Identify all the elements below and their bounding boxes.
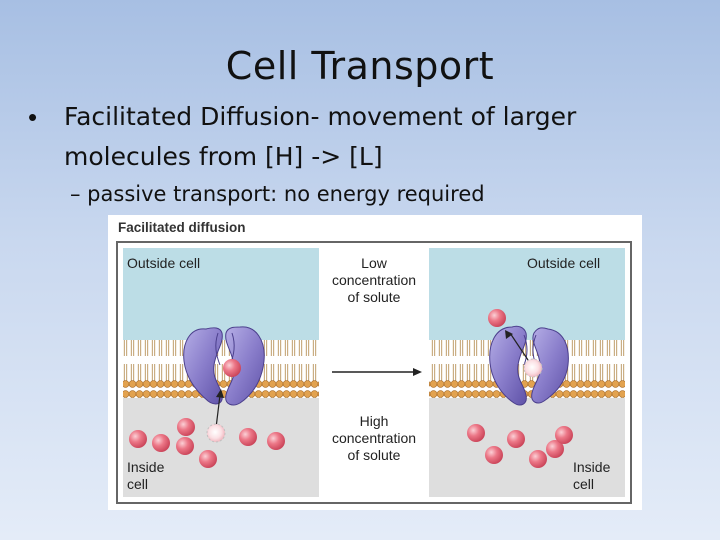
high-concentration-label: High concentration of solute (319, 413, 429, 464)
left-entry-arrowhead (216, 389, 224, 398)
right-inside-label: Inside cell (573, 459, 610, 493)
solute-molecule (239, 428, 257, 446)
left-panel (123, 248, 319, 497)
solute-molecule (485, 446, 503, 464)
low-concentration-label: Low concentration of solute (319, 255, 429, 306)
left-solute-origin (206, 423, 226, 443)
low-line-3: of solute (347, 289, 401, 305)
high-line-3: of solute (347, 447, 401, 463)
right-exit-arrow (509, 332, 529, 361)
solute-molecule (129, 430, 147, 448)
solute-molecule (555, 426, 573, 444)
solute-molecule (177, 418, 195, 436)
solute-molecule (176, 437, 194, 455)
high-line-2: concentration (331, 430, 417, 446)
bullet-text: Facilitated Diffusion- movement of large… (64, 97, 664, 177)
solute-molecule (267, 432, 285, 450)
right-outside-label: Outside cell (527, 255, 601, 271)
right-exit-arrowhead (505, 330, 513, 339)
right-carrier-protein (489, 325, 569, 406)
solute-molecule (199, 450, 217, 468)
left-inside-line-1: Inside (127, 459, 165, 475)
facilitated-diffusion-figure: Facilitated diffusion Outside cell Outsi… (108, 215, 642, 510)
left-inside-line-2: cell (127, 476, 149, 492)
solute-molecule (529, 450, 547, 468)
low-line-2: concentration (331, 272, 417, 288)
solute-molecule (152, 434, 170, 452)
left-solute-in-channel (223, 359, 241, 377)
slide-title: Cell Transport (225, 44, 495, 88)
right-solute-ghost (523, 358, 543, 378)
left-outside-region (123, 248, 319, 340)
left-membrane (123, 340, 319, 398)
direction-arrow (332, 368, 422, 376)
high-line-1: High (359, 413, 389, 429)
bullet-marker: • (28, 102, 38, 132)
left-entry-arrow (215, 394, 221, 429)
left-inside-label: Inside cell (127, 459, 164, 493)
sub-bullet-text: – passive transport: no energy required (70, 182, 485, 206)
solute-molecule (507, 430, 525, 448)
right-inside-region (429, 398, 625, 497)
left-carrier-protein (183, 326, 265, 406)
bullet-line-2: molecules from [H] -> [L] (64, 142, 383, 171)
diagram-canvas (116, 241, 632, 504)
left-outside-label: Outside cell (127, 255, 201, 271)
bullet-line-1: Facilitated Diffusion- movement of large… (64, 102, 577, 131)
right-released-solute (488, 309, 506, 327)
right-outside-region (429, 248, 625, 340)
low-line-1: Low (361, 255, 387, 271)
figure-heading: Facilitated diffusion (118, 220, 246, 235)
solute-molecule (546, 440, 564, 458)
right-inside-line-2: cell (573, 476, 595, 492)
solute-molecule (467, 424, 485, 442)
right-inside-line-1: Inside (573, 459, 611, 475)
